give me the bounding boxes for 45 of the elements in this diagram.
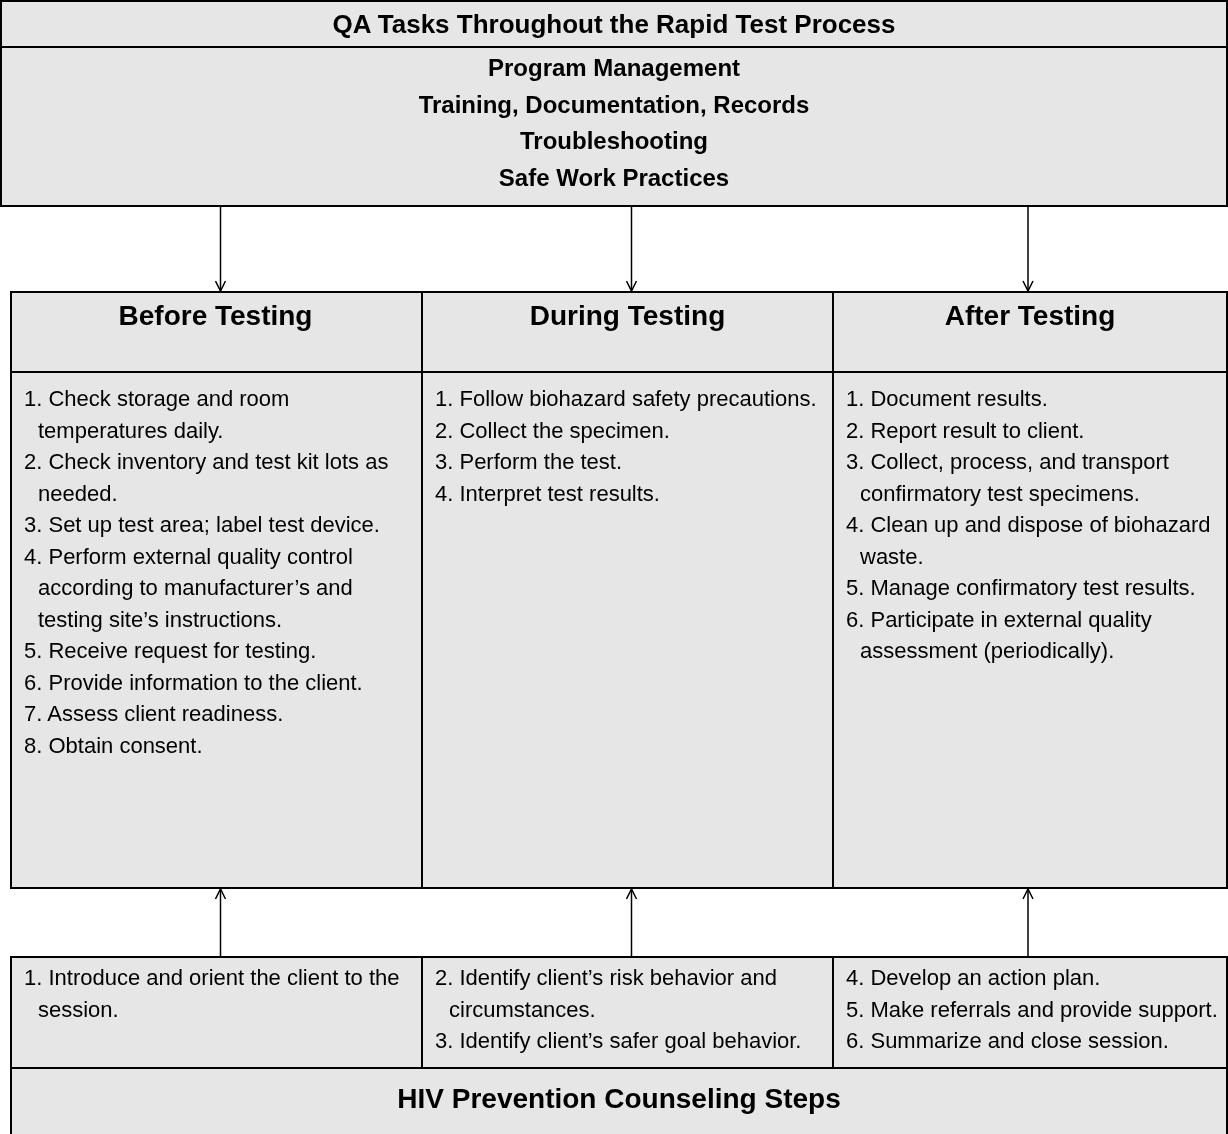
header-panel: [0, 0, 1228, 207]
list-item: 3. Collect, process, and transport confirmatory test specimens.: [846, 448, 1170, 508]
phase-column: [421, 291, 834, 889]
arrow: [214, 888, 227, 957]
arrow: [214, 206, 227, 292]
list-item: 2. Collect the specimen.: [435, 416, 671, 445]
step-cell: [421, 956, 834, 1069]
band-title: HIV Prevention Counseling Steps: [396, 1082, 842, 1116]
list-item: 2. Identify client’s risk behavior and circumstances.: [435, 964, 778, 1024]
list-item: 6. Participate in external quality assessment (periodically).: [846, 605, 1153, 665]
phase-column: [10, 291, 423, 889]
list-item: 1. Document results.: [846, 385, 1049, 413]
arrow: [1022, 206, 1034, 292]
list-item: 2. Report result to client.: [846, 416, 1086, 445]
list-item: 4. Clean up and dispose of biohazard waste.: [846, 511, 1212, 571]
arrow: [1022, 888, 1034, 957]
list-item: 3. Perform the test.: [435, 448, 624, 476]
step-cell: [832, 956, 1228, 1069]
arrow: [625, 206, 638, 292]
list-item: 3. Set up test area; label test device.: [24, 511, 381, 539]
list-item: 7. Assess client readiness.: [24, 700, 285, 728]
list-item: 5. Make referrals and provide support.: [846, 995, 1219, 1024]
list-item: 4. Perform external quality control according to manufacturer’s and testing site’s instructions.: [24, 542, 354, 634]
phase-column: [832, 291, 1228, 889]
title-band: [10, 1067, 1228, 1134]
list-item: 1. Follow biohazard safety precautions.: [435, 385, 818, 413]
list-item: 1. Check storage and room temperatures daily.: [24, 385, 291, 445]
task-line: Troubleshooting: [519, 126, 709, 156]
list-item: 6. Summarize and close session.: [846, 1027, 1170, 1055]
list-item: 8. Obtain consent.: [24, 731, 204, 760]
list-item: 4. Interpret test results.: [435, 479, 661, 508]
list-item: 4. Develop an action plan.: [846, 964, 1102, 992]
list-item: 6. Provide information to the client.: [24, 668, 364, 697]
list-item: 5. Manage confirmatory test results.: [846, 574, 1197, 602]
arrow: [625, 888, 638, 957]
column-heading: After Testing: [834, 293, 1226, 373]
list-item: 1. Introduce and orient the client to the session.: [24, 964, 401, 1024]
list-item: 2. Check inventory and test kit lots as needed.: [24, 448, 390, 508]
list-item: 5. Receive request for testing.: [24, 637, 318, 665]
list-item: 3. Identify client’s safer goal behavior.: [435, 1027, 803, 1055]
task-line: Program Management: [486, 53, 742, 83]
step-cell: [10, 956, 423, 1069]
panel-title: QA Tasks Throughout the Rapid Test Process: [2, 2, 1226, 48]
task-line: Safe Work Practices: [497, 162, 731, 193]
task-line: Training, Documentation, Records: [417, 89, 811, 120]
